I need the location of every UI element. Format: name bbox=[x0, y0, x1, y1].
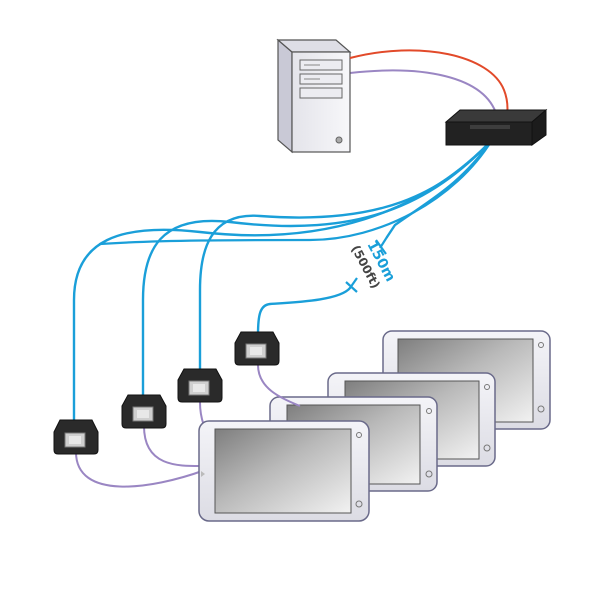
distance-label: 150m (500ft) bbox=[348, 238, 398, 291]
cat-cable-4-lower bbox=[256, 286, 352, 337]
display-monitor-1 bbox=[198, 420, 370, 522]
video-cable-2 bbox=[143, 425, 206, 468]
receiver-3 bbox=[177, 368, 223, 403]
cat-cable-2 bbox=[141, 138, 494, 398]
computer-tower-icon bbox=[276, 38, 352, 154]
receiver-4 bbox=[234, 331, 280, 366]
distance-marker bbox=[345, 236, 388, 293]
video-cable-1 bbox=[75, 451, 206, 488]
receiver-1 bbox=[53, 419, 99, 455]
video-cable-4 bbox=[257, 364, 301, 407]
video-splitter-icon bbox=[444, 108, 548, 146]
cat-cable-3 bbox=[198, 138, 494, 372]
computer-video-cable bbox=[349, 69, 498, 117]
receiver-2 bbox=[121, 394, 167, 429]
power-cable bbox=[349, 49, 509, 117]
cat-cables bbox=[72, 138, 494, 422]
